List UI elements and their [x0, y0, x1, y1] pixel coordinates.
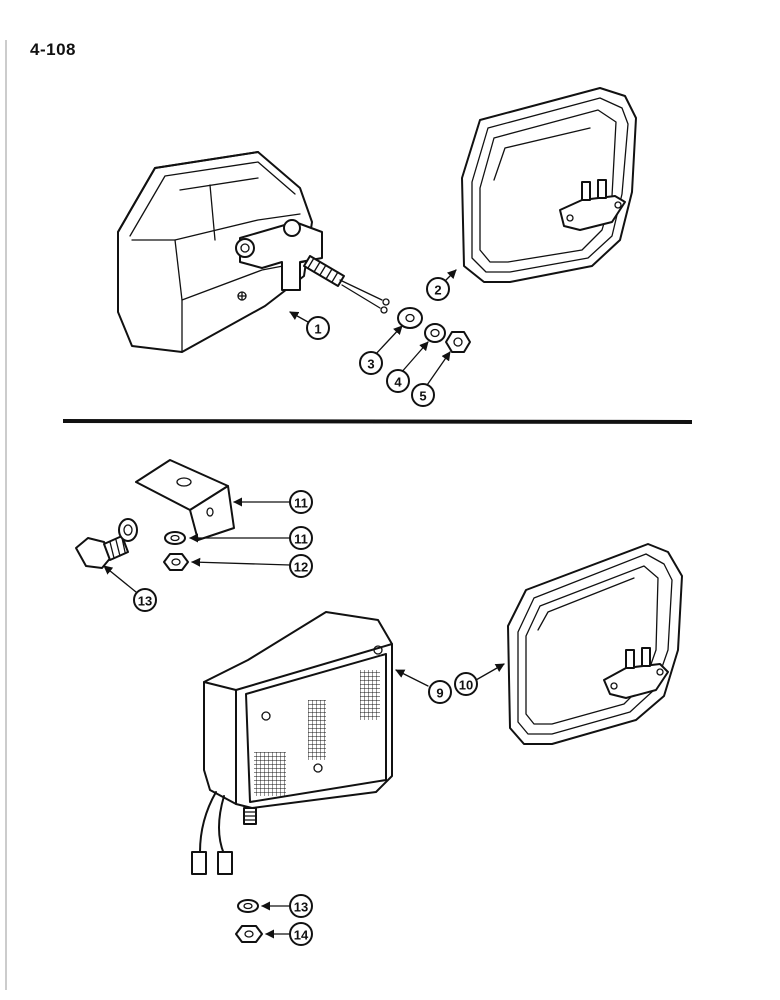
callout-label: 11	[294, 532, 308, 547]
flat-washer-part-3	[397, 307, 423, 329]
section-divider	[62, 419, 693, 424]
lens-part-10	[507, 543, 683, 745]
callout-11: 11	[289, 490, 313, 514]
callout-label: 3	[367, 357, 374, 372]
hex-nut-part-5	[445, 331, 471, 353]
lens-part-2	[461, 87, 637, 283]
washer-bracket-set	[118, 518, 138, 542]
callout-1: 1	[306, 316, 330, 340]
callout-14-lower: 14	[289, 922, 313, 946]
hex-nut-part-14	[163, 553, 189, 571]
lock-washer-part-13	[164, 531, 186, 545]
callout-12: 13	[133, 588, 157, 612]
callout-2: 2	[426, 277, 450, 301]
callout-10: 10	[454, 672, 478, 696]
callout-5: 5	[411, 383, 435, 407]
callout-label: 13	[294, 900, 308, 915]
callout-13-lower: 13	[289, 894, 313, 918]
callout-label: 1	[314, 322, 321, 337]
lamp-body-part-9	[191, 611, 393, 875]
callout-label: 11	[294, 496, 308, 511]
lock-washer-part-4	[424, 323, 446, 343]
hex-nut-part-14-lower	[235, 925, 263, 943]
lamp-housing-part-1	[117, 151, 390, 353]
callout-label: 13	[138, 594, 152, 609]
callout-label: 5	[419, 389, 426, 404]
bolt-part-12	[75, 535, 129, 569]
page-number: 4-108	[30, 40, 76, 59]
leader-lines	[103, 269, 505, 939]
callout-label: 12	[294, 560, 308, 575]
callout-13: 11	[289, 526, 313, 550]
callout-3: 3	[359, 351, 383, 375]
callout-label: 2	[434, 283, 441, 298]
callout-14: 12	[289, 554, 313, 578]
lock-washer-part-13-lower	[237, 899, 259, 913]
callout-9: 9	[428, 680, 452, 704]
callout-label: 9	[436, 686, 443, 701]
angle-bracket-part-11	[135, 459, 235, 541]
callout-label: 14	[294, 928, 309, 943]
callout-4: 4	[386, 369, 410, 393]
callout-label: 4	[394, 375, 402, 390]
callout-label: 10	[459, 678, 473, 693]
